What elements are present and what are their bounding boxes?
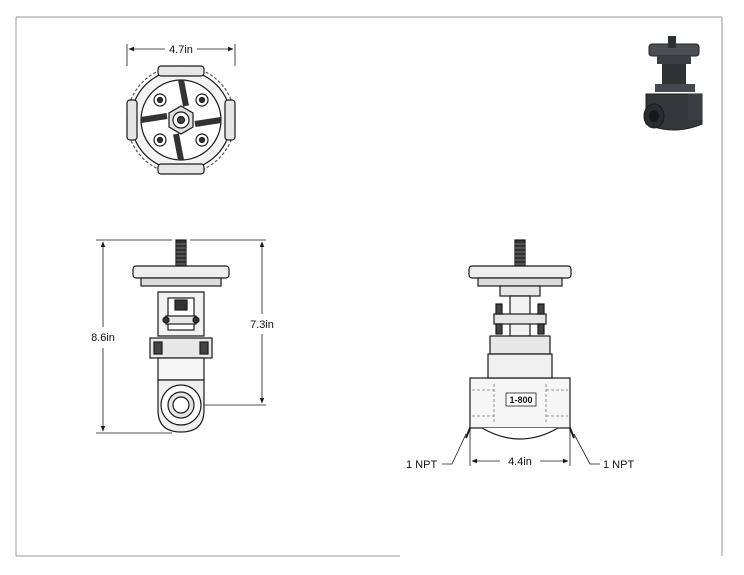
- overall-height-label: 8.6in: [91, 332, 115, 344]
- gate-valve-3d-icon: [643, 36, 703, 131]
- body-marking-box: [505, 392, 537, 407]
- top-view: [126, 65, 236, 175]
- npt-leaders: [442, 433, 600, 465]
- center-height-label: 7.3in: [250, 319, 274, 331]
- side-view: [465, 239, 575, 440]
- npt-label-left: 1 NPT: [406, 459, 437, 471]
- front-view: [132, 239, 230, 433]
- end-to-end-label: 4.4in: [508, 456, 532, 468]
- center-height-dimension: [190, 239, 266, 406]
- npt-label-right: 1 NPT: [603, 459, 634, 471]
- body-marking: 1-800: [509, 395, 532, 405]
- top-width-label: 4.7in: [169, 44, 193, 56]
- sheet-border: [15, 16, 723, 557]
- end-to-end-dimension: [469, 430, 571, 466]
- top-width-dimension: [126, 44, 236, 66]
- overall-height-dimension: [96, 239, 172, 434]
